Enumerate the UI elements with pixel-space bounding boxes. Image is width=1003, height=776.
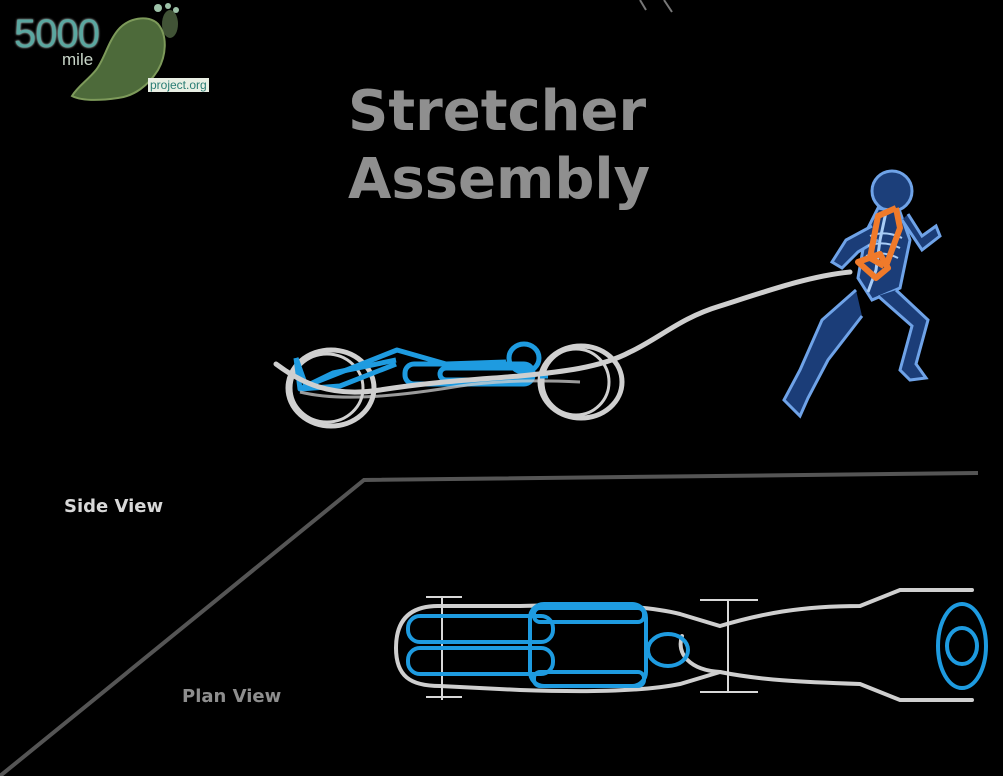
plan-view-stretcher [393,588,988,702]
logo-word: mile [62,50,94,69]
title-line-1: Stretcher [348,79,647,144]
stretcher-frame-plan [406,602,690,688]
rope-lower-strand [299,379,581,399]
side-view-stretcher [273,269,853,429]
runner-plan [936,602,988,690]
runner-figure [782,169,942,419]
side-view-label: Side View [64,496,164,517]
plan-wheel-axles [426,596,758,700]
diagram-title: Stretcher Assembly [348,78,650,214]
logo-number: 5000 [14,12,100,56]
top-edge-mark [639,0,673,13]
plan-view-label: Plan View [182,686,282,707]
plan-outer-frame [393,588,974,702]
project-logo[interactable]: 5000 mile project.org [8,0,233,110]
map-footprint-icon [70,3,179,101]
harness [855,205,903,281]
runner-head [870,169,914,213]
view-divider-line [0,471,979,776]
logo-domain: project.org [148,78,209,92]
rear-wheel [285,347,377,429]
tow-rope [273,269,853,395]
title-line-2: Assembly [348,147,651,212]
